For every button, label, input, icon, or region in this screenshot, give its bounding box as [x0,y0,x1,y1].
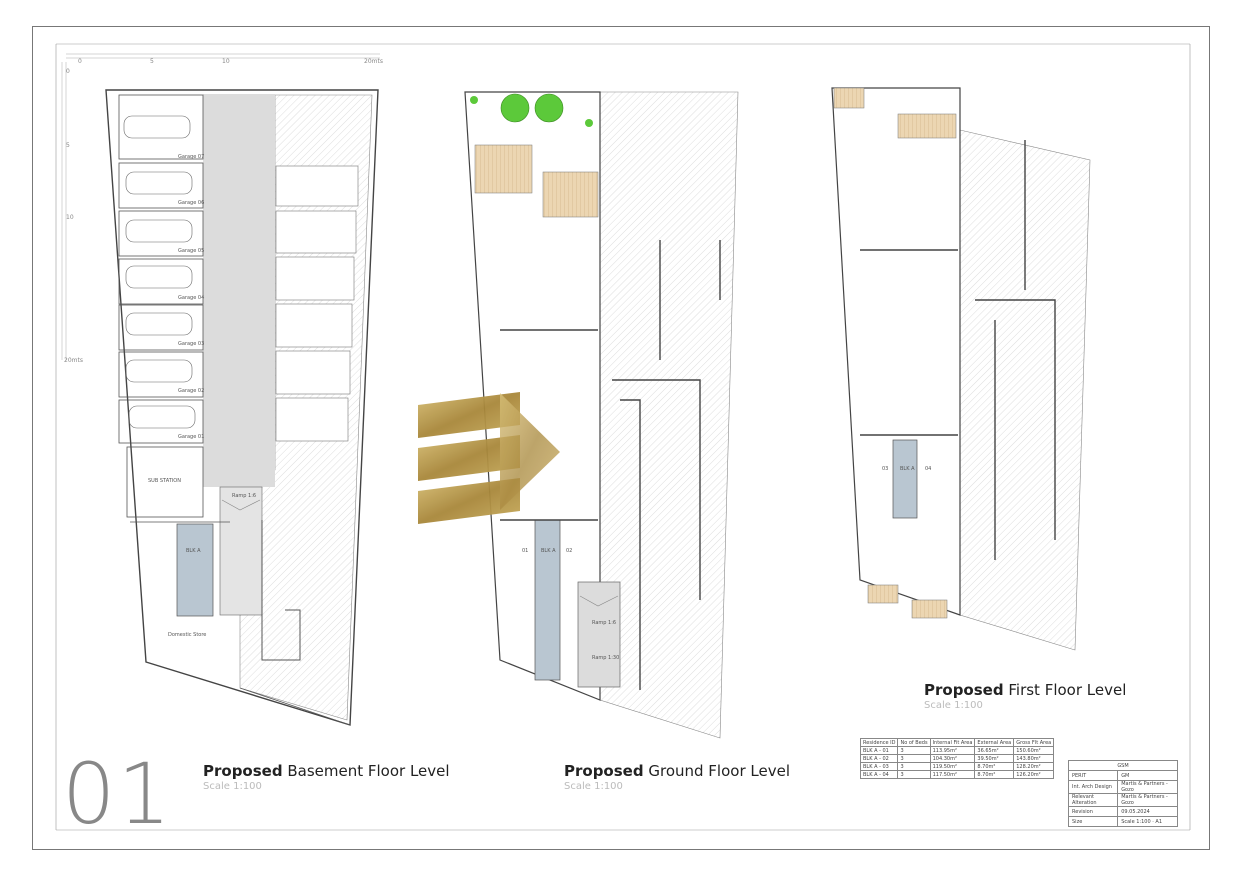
table-row: BLK A - 03 3 119.50m² 8.70m² 128.20m² [859,762,1055,771]
table-cell: BLK A - 02 [859,754,899,763]
sheet-number: 01 [62,745,173,843]
table-cell: Relevant Alteration [1067,793,1119,807]
table-cell: 39.50m² [974,754,1015,763]
basement-plan [105,89,379,726]
table-cell: Revision [1067,806,1119,817]
garage-label: Garage 02 [178,388,205,394]
table-cell: 3 [897,754,931,763]
table-cell: BLK A - 01 [859,746,899,755]
title-bold: Proposed [203,762,283,780]
table-header-row: Residence ID No of Beds Internal Fit Are… [859,738,1055,747]
ruler-left-20: 20mts [64,357,83,364]
area-schedule-table: Residence ID No of Beds Internal Fit Are… [859,738,1055,779]
block-label: BLK A [900,466,915,472]
table-row: Int. Arch Design Martis & Partners - Goz… [1067,780,1178,794]
drawing-sheet [32,26,1210,850]
table-cell: 36.65m² [974,746,1015,755]
ground-title: Proposed Ground Floor Level [564,762,790,780]
table-cell: PERIT [1067,770,1119,781]
table-header: Internal Fit Area [929,738,976,747]
unit-02-label: 02 [566,548,573,554]
garage-label: Garage 05 [178,248,205,254]
table-cell: 3 [897,762,931,771]
frame [55,43,1191,831]
table-cell: 8.70m² [974,770,1015,779]
table-row: BLK A - 04 3 117.50m² 8.70m² 126.20m² [859,770,1055,779]
table-cell: Martis & Partners - Gozo [1117,780,1178,794]
ruler-left-0: 0 [66,68,70,75]
table-cell: Size [1067,816,1119,827]
garage-label: Garage 01 [178,434,205,440]
substation-label: SUB STATION [148,478,181,484]
table-row: BLK A - 01 3 113.95m² 36.65m² 150.60m² [859,746,1055,755]
domestic-store-label: Domestic Store [168,632,207,638]
block-label: BLK A [541,548,556,554]
table-cell: Int. Arch Design [1067,780,1119,794]
garage-label: Garage 07 [178,154,205,160]
first-title: Proposed First Floor Level [924,681,1126,699]
table-header: External Area [974,738,1015,747]
garage-label: Garage 06 [178,200,205,206]
watermark-logo [418,392,560,524]
title-bold: Proposed [924,681,1004,699]
garage-label: Garage 04 [178,295,205,301]
ramp-label: Ramp 1:6 [592,620,617,626]
unit-01-label: 01 [522,548,529,554]
title-text: Ground Floor Level [648,762,790,780]
basement-scale: Scale 1:100 [203,781,262,792]
table-cell: 09.05.2024 [1117,806,1178,817]
table-cell: 117.50m² [929,770,976,779]
ground-plan [464,91,739,739]
table-cell: 150.60m² [1013,746,1055,755]
table-cell: 8.70m² [974,762,1015,771]
first-scale: Scale 1:100 [924,700,983,711]
table-cell: 143.80m² [1013,754,1055,763]
table-cell: 126.20m² [1013,770,1055,779]
garage-label: Garage 03 [178,341,205,347]
ground-scale: Scale 1:100 [564,781,623,792]
title-bold: Proposed [564,762,644,780]
title-block-header: GSM [1068,760,1178,771]
scale-ruler [61,53,380,360]
ruler-left-10: 10 [66,214,74,221]
unit-04-label: 04 [925,466,932,472]
table-cell: 119.50m² [929,762,976,771]
ruler-top-5: 5 [150,58,154,65]
table-cell: 113.95m² [929,746,976,755]
table-row: PERIT GM [1067,770,1178,781]
title-block-header-row: GSM [1068,760,1178,771]
table-row: Relevant Alteration Martis & Partners - … [1067,793,1178,807]
table-row: Size Scale 1:100 · A1 [1067,816,1178,827]
table-row: BLK A - 02 3 104.30m² 39.50m² 143.80m² [859,754,1055,763]
unit-03-label: 03 [882,466,889,472]
first-plan [831,87,1091,651]
table-header: Gross Flt Area [1013,738,1055,747]
ruler-top-0: 0 [78,58,82,65]
ruler-left-5: 5 [66,142,70,149]
title-block: GSM PERIT GM Int. Arch Design Martis & P… [1067,760,1178,827]
table-row: Revision 09.05.2024 [1067,806,1178,817]
ramp-label: Ramp 1:6 [232,493,257,499]
table-cell: 104.30m² [929,754,976,763]
ramp-label: Ramp 1:30 [592,655,620,661]
table-cell: 3 [897,746,931,755]
table-cell: 128.20m² [1013,762,1055,771]
table-header: No of Beds [897,738,931,747]
ruler-top-20: 20mts [364,58,383,65]
basement-title: Proposed Basement Floor Level [203,762,450,780]
table-cell: BLK A - 03 [859,762,899,771]
table-cell: 3 [897,770,931,779]
table-cell: Scale 1:100 · A1 [1117,816,1178,827]
title-text: First Floor Level [1008,681,1127,699]
driveway [203,94,275,487]
block-label: BLK A [186,548,201,554]
table-cell: Martis & Partners - Gozo [1117,793,1178,807]
table-cell: GM [1117,770,1178,781]
ruler-top-10: 10 [222,58,230,65]
table-cell: BLK A - 04 [859,770,899,779]
title-text: Basement Floor Level [287,762,450,780]
table-header: Residence ID [859,738,899,747]
